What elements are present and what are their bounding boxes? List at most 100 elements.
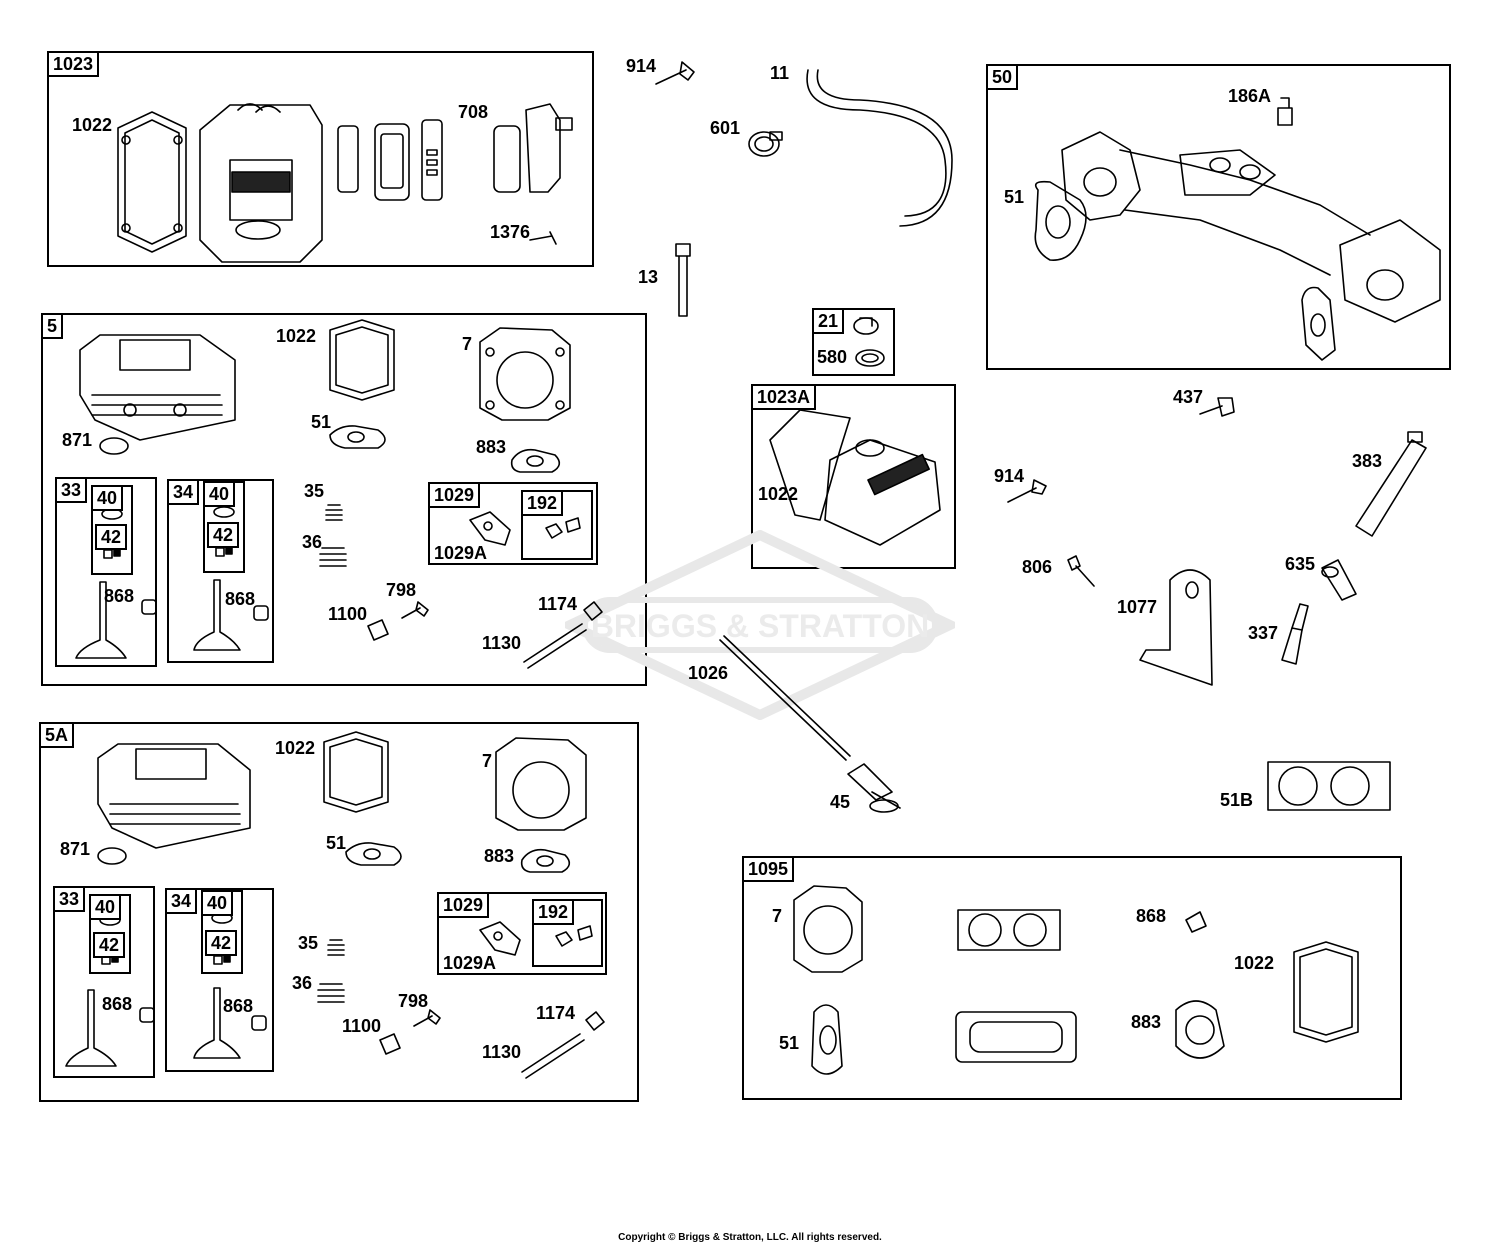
callout-51: 51 [779,1033,800,1053]
callout-35: 35 [304,481,325,501]
kit-label-40: 40 [201,890,234,916]
kit-1023-frame [47,51,594,267]
callout-868: 868 [1136,906,1167,926]
watermark-text: BRIGGS & STRATTON [591,608,929,644]
clamp-601 [748,131,783,157]
callout-806: 806 [1022,557,1053,577]
springs-35-36-5A [317,939,345,1003]
callout-7: 7 [462,334,473,354]
intake-manifold [1061,131,1441,323]
callout-868: 868 [225,589,256,609]
nut-1174-5A [585,1011,605,1031]
guide-1100 [367,619,389,641]
callout-1174: 1174 [536,1003,576,1023]
cylinder-head [79,334,236,441]
breather-cover [493,103,573,193]
o-ring-871-5A [97,847,127,865]
bolt-806 [1067,555,1095,587]
kit-label-1023A: 1023A [751,384,817,410]
callout-36: 36 [302,532,323,552]
kit-label-1029: 1029 [428,482,481,508]
kit-1023A-frame [751,384,956,569]
kit-label-42: 42 [93,932,126,958]
callout-51: 51 [311,412,332,432]
callout-868: 868 [223,996,254,1016]
gasket-set-1095 [793,885,1359,1075]
rocker-cover-gasket [117,111,187,253]
callout-1100: 1100 [342,1016,382,1036]
kit-label-192: 192 [521,490,564,516]
bolt-798-5A [413,1009,441,1027]
kit-label-192: 192 [532,899,575,925]
kit-1029-frame [428,482,598,565]
kit-label-1023: 1023 [47,51,100,77]
gasket-51-5A [345,842,402,866]
kit-label-34: 34 [165,888,198,914]
ignition-coil-383 [1355,431,1427,537]
callout-7: 7 [482,751,493,771]
spark-plug-boot-635 [1321,559,1357,601]
kit-label-34: 34 [167,479,200,505]
kit-label-50: 50 [986,64,1019,90]
callout-1022: 1022 [758,484,799,504]
spark-plug-337 [1281,603,1309,665]
kit-5A-frame [39,722,639,1102]
callout-868: 868 [104,586,135,606]
oil-fill-cap [853,317,885,367]
rocker-arm-1029A [469,511,511,546]
callout-35: 35 [298,933,319,953]
rocker-cover-1023A [769,409,941,546]
kit-label-42: 42 [95,524,128,550]
breather-gaskets [337,119,443,201]
callout-1022: 1022 [276,326,317,346]
gasket-883 [510,448,561,473]
head-gasket-7-5A [495,737,587,831]
kit-21-frame [812,308,895,376]
kit-34-frame [165,888,274,1072]
callout-1026: 1026 [688,663,729,683]
kit-label-5A: 5A [39,722,75,748]
callout-337: 337 [1248,623,1279,643]
kit-label-5: 5 [41,313,64,339]
bolt-914-top [655,61,695,85]
callout-635: 635 [1285,554,1316,574]
callout-1077: 1077 [1117,597,1158,617]
callout-914: 914 [626,56,657,76]
kit-label-40: 40 [89,894,122,920]
bolt-13 [675,243,691,317]
callout-36: 36 [292,973,313,993]
callout-437: 437 [1173,387,1204,407]
callout-868: 868 [102,994,133,1014]
callout-1022: 1022 [72,115,113,135]
valves-kit5 [75,579,241,659]
gasket-51 [329,425,386,449]
callout-580: 580 [817,347,848,367]
kit-label-33: 33 [55,477,88,503]
kit-label-1029: 1029 [437,892,490,918]
callout-11: 11 [770,63,790,83]
callout-1100: 1100 [328,604,368,624]
callout-1022: 1022 [1234,953,1275,973]
kit-33-frame [55,477,157,667]
stud-1130-5A [521,1033,585,1079]
callout-1029A: 1029A [443,953,497,973]
nut-1174 [583,601,603,621]
callout-871: 871 [60,839,91,859]
nut-screw-192 [545,517,581,539]
callout-883: 883 [476,437,507,457]
o-ring-871 [99,437,129,455]
bracket-1077 [1139,569,1213,686]
callout-601: 601 [710,118,741,138]
rocker-arm-1029A-5A [479,921,521,956]
valves-kit5A [65,987,241,1067]
kit-label-42: 42 [207,522,240,548]
bolt-437 [1199,397,1235,417]
valve-seals-868-kit5A [139,1007,267,1031]
kit-label-40: 40 [91,485,124,511]
head-gasket-7 [479,327,571,421]
kit-label-21: 21 [812,308,845,334]
callout-186A: 186A [1228,86,1272,106]
callout-798: 798 [398,991,429,1011]
callout-1022: 1022 [275,738,316,758]
